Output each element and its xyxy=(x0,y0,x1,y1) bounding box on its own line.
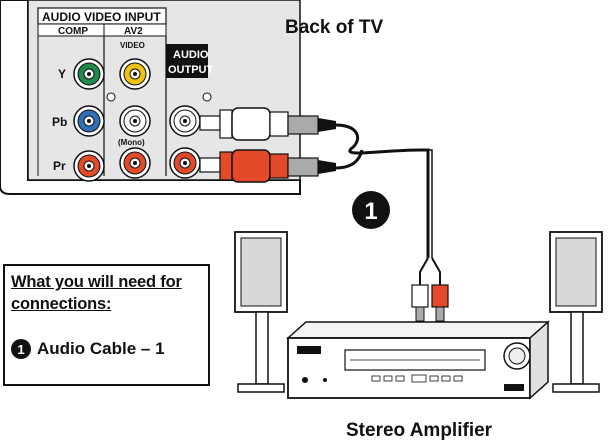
jack-av2-video-yellow xyxy=(119,58,151,90)
comp-label: COMP xyxy=(58,26,88,37)
av2-label: AV2 xyxy=(124,26,143,37)
jack-pr-red xyxy=(73,150,105,182)
requirement-number-badge: 1 xyxy=(11,339,31,359)
requirement-item-audio-cable: 1 Audio Cable – 1 xyxy=(11,339,202,359)
jack-pb-blue xyxy=(73,105,105,137)
audio-output-label-2: OUTPUT xyxy=(168,64,214,76)
cable-number-marker: 1 xyxy=(352,191,390,229)
jack-label-pr: Pr xyxy=(53,159,66,173)
jack-label-pb: Pb xyxy=(52,115,67,129)
mono-label: (Mono) xyxy=(118,138,145,147)
stereo-amplifier-label: Stereo Amplifier xyxy=(346,420,493,441)
requirements-title: What you will need for connections: xyxy=(11,271,202,315)
requirements-title-line1: What you will need for xyxy=(11,273,182,291)
jack-y-green xyxy=(73,58,105,90)
jack-audio-out-left-white xyxy=(169,105,201,137)
requirements-box: What you will need for connections: 1 Au… xyxy=(3,264,210,386)
cable-number-marker-text: 1 xyxy=(364,198,377,225)
cable-plug-white xyxy=(199,107,336,141)
cable-plug-red xyxy=(199,149,336,183)
amp-plugs xyxy=(411,257,449,322)
right-speaker xyxy=(549,231,603,393)
stereo-amplifier xyxy=(286,320,550,400)
requirements-title-colon: : xyxy=(105,295,112,313)
jack-label-y: Y xyxy=(58,67,66,81)
video-label: VIDEO xyxy=(120,41,145,50)
tv-back-panel: AUDIO VIDEO INPUT COMP AV2 VIDEO AUDIO O… xyxy=(0,0,301,195)
jack-av2-audio-right-red xyxy=(119,147,151,179)
jack-av2-audio-left-white xyxy=(119,105,151,137)
requirement-item-label: Audio Cable – 1 xyxy=(37,339,165,358)
jack-audio-out-right-red xyxy=(169,147,201,179)
audio-output-label-1: AUDIO xyxy=(173,49,209,61)
panel-header: AUDIO VIDEO INPUT xyxy=(42,10,161,24)
audio-cable: 1 xyxy=(199,107,449,322)
left-speaker xyxy=(234,231,288,393)
requirements-title-line2: connections xyxy=(11,295,106,313)
back-of-tv-title: Back of TV xyxy=(285,17,384,38)
